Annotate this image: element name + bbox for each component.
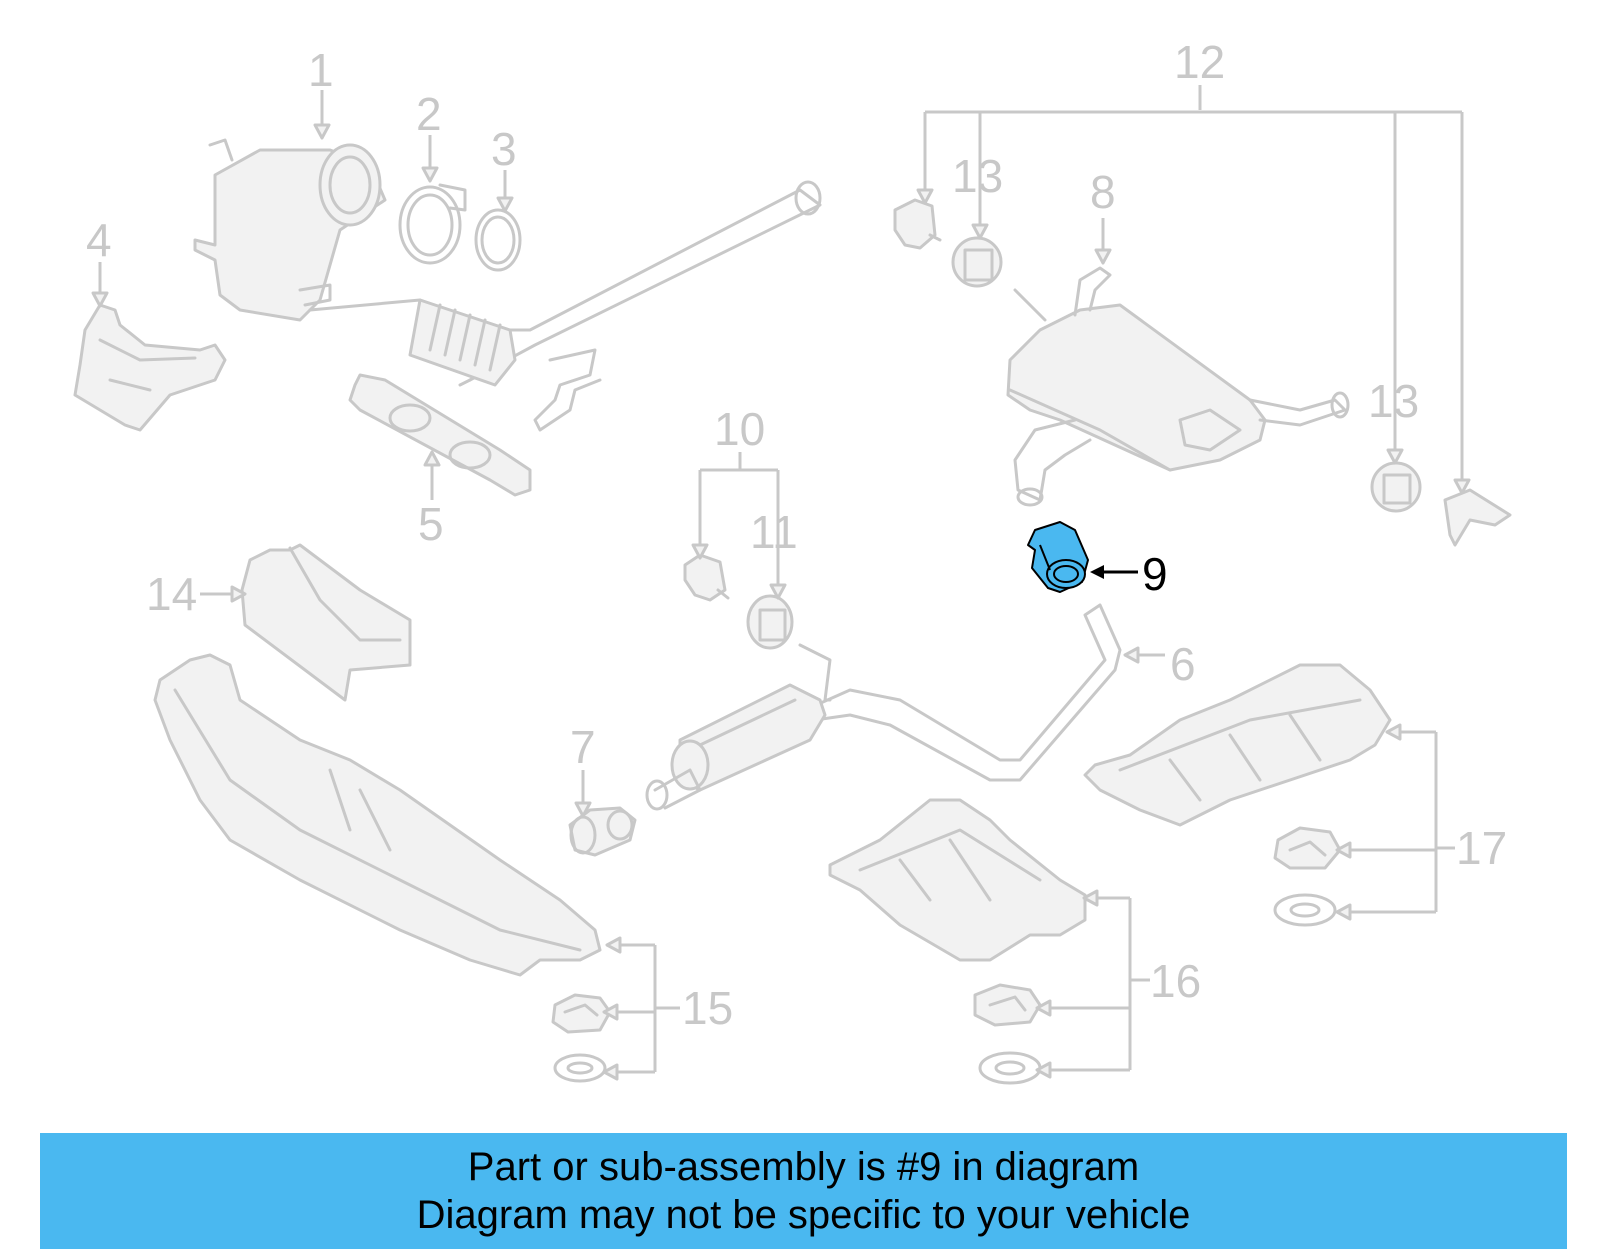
part-15-nut[interactable] — [551, 993, 612, 1034]
callout-9: 9 — [1142, 548, 1168, 600]
part-4-bracket[interactable] — [73, 303, 227, 432]
info-banner: Part or sub-assembly is #9 in diagram Di… — [40, 1133, 1567, 1249]
callout-1: 1 — [308, 44, 334, 96]
part-2-clamp[interactable] — [398, 183, 467, 265]
part-14-heat-shield[interactable] — [240, 543, 412, 702]
callout-14: 14 — [146, 568, 197, 620]
part-11-rubber-mount[interactable] — [746, 594, 794, 650]
part-3-gasket[interactable] — [474, 208, 522, 272]
part-13-rubber-mount-left[interactable] — [951, 236, 1003, 288]
callout-17: 17 — [1456, 822, 1507, 874]
part-9-clamp-highlighted[interactable] — [1027, 521, 1089, 593]
part-8-rear-muffler[interactable] — [1006, 266, 1350, 507]
callout-12: 12 — [1174, 36, 1225, 88]
part-10-hanger-bracket[interactable] — [683, 553, 730, 602]
callout-13-right: 13 — [1368, 375, 1419, 427]
callout-10: 10 — [714, 403, 765, 455]
banner-line-part-number: Part or sub-assembly is #9 in diagram — [467, 1145, 1140, 1189]
callout-15: 15 — [682, 982, 733, 1034]
part-5-flange-gasket[interactable] — [348, 373, 532, 497]
callout-7: 7 — [570, 721, 596, 773]
part-13-rubber-mount-right[interactable] — [1370, 461, 1422, 513]
part-7-clamp[interactable] — [568, 806, 637, 857]
part-16-washer[interactable] — [978, 1051, 1042, 1085]
leader-lines — [91, 85, 1471, 1081]
callout-8: 8 — [1090, 166, 1116, 218]
part-17-washer[interactable] — [1273, 893, 1337, 927]
callout-11: 11 — [750, 506, 798, 558]
part-1-catalytic-converter[interactable] — [193, 138, 822, 432]
callout-2: 2 — [416, 88, 442, 140]
callout-13-left: 13 — [952, 150, 1003, 202]
callout-5: 5 — [418, 498, 444, 550]
part-17-nut[interactable] — [1273, 826, 1342, 870]
part-12-hanger-right[interactable] — [1443, 488, 1512, 547]
part-12-hanger-left[interactable] — [893, 198, 942, 250]
part-16-nut[interactable] — [973, 983, 1042, 1027]
callout-3: 3 — [491, 123, 517, 175]
part-15-heat-shield[interactable] — [153, 653, 602, 977]
part-16-heat-shield[interactable] — [828, 798, 1087, 962]
callout-4: 4 — [86, 214, 112, 266]
banner-line-disclaimer: Diagram may not be specific to your vehi… — [416, 1193, 1191, 1237]
callout-16: 16 — [1150, 955, 1201, 1007]
leader-part-9 — [1090, 565, 1138, 579]
part-15-washer[interactable] — [553, 1053, 607, 1083]
part-17-heat-shield[interactable] — [1083, 663, 1392, 827]
callout-6: 6 — [1170, 638, 1196, 690]
part-6-center-pipe[interactable] — [645, 603, 1122, 811]
